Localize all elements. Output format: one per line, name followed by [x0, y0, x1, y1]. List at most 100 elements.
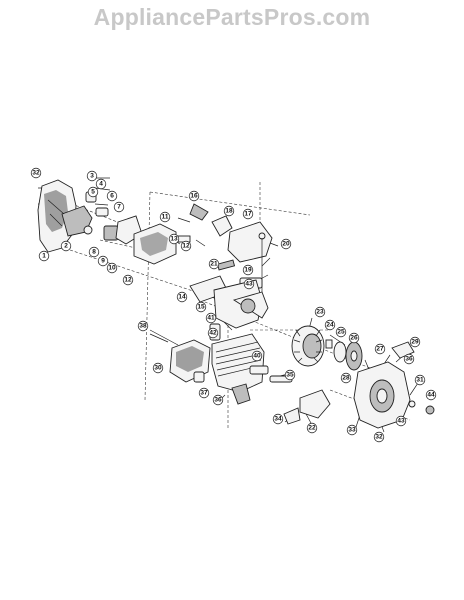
svg-text:14: 14 — [178, 294, 186, 301]
callout-43b: 43 — [395, 415, 407, 427]
svg-text:32: 32 — [375, 434, 383, 441]
callout-27: 27 — [374, 343, 386, 355]
callout-35: 35 — [284, 369, 296, 381]
callout-10: 10 — [106, 262, 118, 274]
svg-text:12: 12 — [124, 277, 132, 284]
callout-16: 16 — [188, 190, 200, 202]
callout-38: 38 — [137, 320, 149, 332]
svg-text:18: 18 — [225, 208, 233, 215]
svg-text:30: 30 — [154, 365, 162, 372]
svg-text:9: 9 — [101, 258, 105, 265]
recoil-starter-housing — [353, 341, 435, 429]
svg-text:34: 34 — [274, 416, 282, 423]
callout-14: 14 — [176, 291, 188, 303]
callout-15: 15 — [195, 301, 207, 313]
svg-text:38: 38 — [139, 323, 147, 330]
callout-24: 24 — [324, 319, 336, 331]
callout-36b: 36 — [403, 353, 415, 365]
callout-11: 11 — [159, 211, 171, 223]
callout-12b: 12 — [180, 240, 192, 252]
callout-2: 2 — [60, 240, 72, 252]
callout-31: 31 — [414, 374, 426, 386]
callout-9: 9 — [97, 255, 109, 267]
engine-block — [209, 279, 269, 405]
callout-32: 32 — [30, 167, 42, 179]
svg-text:41: 41 — [207, 315, 215, 322]
callout-36: 36 — [212, 394, 224, 406]
callout-26: 26 — [348, 332, 360, 344]
svg-text:8: 8 — [92, 249, 96, 256]
muffler-assembly — [149, 333, 211, 383]
callout-21: 21 — [208, 258, 220, 270]
callout-1: 1 — [38, 250, 50, 262]
svg-text:12: 12 — [182, 243, 190, 250]
watermark-text: AppliancePartsPros.com — [93, 4, 371, 30]
callout-33: 33 — [346, 424, 358, 436]
callout-29: 29 — [409, 336, 421, 348]
svg-text:42: 42 — [209, 330, 217, 337]
svg-text:7: 7 — [117, 204, 121, 211]
callout-7: 7 — [113, 201, 125, 213]
svg-text:3: 3 — [90, 173, 94, 180]
svg-text:43: 43 — [245, 281, 253, 288]
callout-44: 44 — [425, 389, 437, 401]
svg-text:15: 15 — [197, 304, 205, 311]
callout-41: 41 — [205, 312, 217, 324]
callout-22: 22 — [306, 422, 318, 434]
svg-text:6: 6 — [110, 193, 114, 200]
callout-13: 13 — [168, 233, 180, 245]
svg-text:16: 16 — [190, 193, 198, 200]
svg-text:43: 43 — [397, 418, 405, 425]
svg-text:22: 22 — [308, 425, 316, 432]
callout-28: 28 — [340, 372, 352, 384]
callout-20: 20 — [280, 238, 292, 250]
svg-text:4: 4 — [99, 181, 103, 188]
starter-pulley-parts — [325, 339, 363, 371]
callout-18: 18 — [223, 205, 235, 217]
svg-text:2: 2 — [64, 243, 68, 250]
callout-25: 25 — [335, 326, 347, 338]
callout-30: 30 — [152, 362, 164, 374]
callout-37: 37 — [198, 387, 210, 399]
svg-text:35: 35 — [286, 372, 294, 379]
engine-cover-housing — [37, 179, 93, 253]
svg-text:28: 28 — [342, 375, 350, 382]
callout-8: 8 — [88, 246, 100, 258]
callout-17: 17 — [242, 208, 254, 220]
svg-text:37: 37 — [200, 390, 208, 397]
svg-text:17: 17 — [244, 211, 252, 218]
callout-42: 42 — [207, 327, 219, 339]
callout-12: 12 — [122, 274, 134, 286]
svg-text:20: 20 — [282, 241, 290, 248]
svg-text:36: 36 — [214, 397, 222, 404]
svg-text:27: 27 — [376, 346, 384, 353]
callout-6: 6 — [106, 190, 118, 202]
flywheel — [291, 325, 325, 367]
svg-text:19: 19 — [244, 267, 252, 274]
svg-text:36: 36 — [405, 356, 413, 363]
callout-19: 19 — [242, 264, 254, 276]
callout-3: 3 — [86, 170, 98, 182]
svg-text:33: 33 — [348, 427, 356, 434]
svg-text:13: 13 — [170, 236, 178, 243]
callout-4: 4 — [95, 178, 107, 190]
svg-text:11: 11 — [162, 214, 169, 221]
callout-40: 40 — [251, 350, 263, 362]
callout-32b: 32 — [373, 431, 385, 443]
callout-5: 5 — [87, 186, 99, 198]
svg-text:44: 44 — [427, 392, 435, 399]
callout-43: 43 — [243, 278, 255, 290]
svg-text:23: 23 — [316, 309, 324, 316]
callout-34: 34 — [272, 413, 284, 425]
spark-plug-and-boot-parts — [189, 203, 273, 300]
svg-text:32: 32 — [32, 170, 40, 177]
svg-text:10: 10 — [108, 265, 116, 272]
svg-text:1: 1 — [42, 253, 46, 260]
svg-text:26: 26 — [350, 335, 358, 342]
svg-text:40: 40 — [253, 353, 261, 360]
svg-text:29: 29 — [411, 339, 419, 346]
svg-text:21: 21 — [210, 261, 218, 268]
svg-text:5: 5 — [91, 189, 95, 196]
svg-text:25: 25 — [337, 329, 345, 336]
